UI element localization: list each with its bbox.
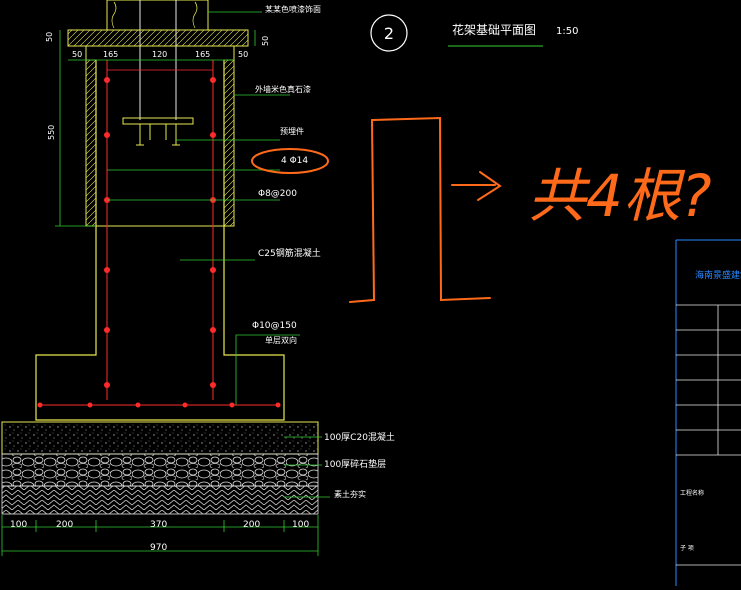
label-stirrup: Φ8@200	[258, 189, 297, 199]
gravel-layer	[1, 453, 319, 487]
dim-bottom-total: 970	[150, 543, 167, 553]
rebar-dot	[104, 327, 110, 333]
rebar-dot	[210, 132, 216, 138]
rebar-dot	[37, 402, 43, 408]
detail-number: 2	[384, 24, 394, 43]
rebar-dot	[210, 267, 216, 273]
handwritten-circle	[251, 148, 329, 174]
dim-50-sub: 50	[72, 50, 82, 59]
bottom-dimension-texts: 100 200 370 200 100 970	[10, 520, 309, 553]
rebar-dot	[104, 77, 110, 83]
handwritten-bracket-left	[349, 119, 376, 303]
ground-layers	[1, 421, 319, 515]
dim-165-b: 165	[195, 50, 210, 59]
rebar-dots	[37, 77, 281, 408]
leader-lines	[107, 11, 330, 498]
title-block: 海南景盛建筑 工程名称 子 项	[675, 239, 741, 586]
dim-50-right: 50	[261, 36, 270, 46]
rebar-dot	[135, 402, 141, 408]
label-coating-top: 某某色喷漆饰面	[265, 4, 321, 14]
top-dimension-texts: 50 50 50 165 120 165 50 550	[45, 32, 270, 140]
dim-bottom-200b: 200	[243, 520, 260, 530]
dim-50-sub2: 50	[238, 50, 248, 59]
rebar-dot	[229, 402, 235, 408]
handwritten-question: 共4根?	[528, 162, 712, 230]
handwritten-bracket	[371, 116, 491, 302]
rebar-dot	[87, 402, 93, 408]
label-layer3: 素土夯实	[334, 489, 366, 499]
dim-bottom-370: 370	[150, 520, 167, 530]
rebar-dot	[210, 327, 216, 333]
soil-layer	[1, 485, 319, 515]
dimension-lines	[1, 30, 319, 556]
cap-slab	[67, 29, 249, 227]
drawing-scale: 1:50	[556, 26, 578, 37]
dim-bottom-200a: 200	[56, 520, 73, 530]
label-rebar-main: 4 Φ14	[281, 156, 308, 166]
label-layer1: 100厚C20混凝土	[324, 431, 395, 443]
drawing-title: 花架基础平面图	[452, 22, 536, 37]
label-concrete: C25钢筋混凝土	[258, 247, 321, 259]
handwritten-annotation	[251, 116, 502, 303]
dim-bottom-100b: 100	[292, 520, 309, 530]
rebar-dot	[275, 402, 281, 408]
label-rebar-base: Φ10@150	[252, 321, 297, 331]
rebar-dot	[104, 132, 110, 138]
rebar-dot	[182, 402, 188, 408]
embedded-part	[122, 117, 194, 146]
handwritten-arrow	[451, 171, 502, 201]
rebar-dot	[210, 382, 216, 388]
detail-circle	[370, 14, 408, 52]
title-block-sheet: 子 项	[680, 545, 694, 552]
dim-bottom-100a: 100	[10, 520, 27, 530]
dim-165-a: 165	[103, 50, 118, 59]
label-coating-stone: 外墙米色真石漆	[255, 84, 311, 94]
dim-120: 120	[152, 50, 167, 59]
drawing-title-group: 2 花架基础平面图 1:50	[370, 14, 578, 52]
label-embedded: 预埋件	[280, 126, 304, 136]
title-block-engineering: 工程名称	[680, 489, 704, 497]
dim-550: 550	[47, 125, 56, 140]
dim-50-left: 50	[45, 32, 54, 42]
concrete-layer	[1, 421, 319, 455]
title-block-project: 海南景盛建筑	[695, 269, 741, 281]
label-layer2: 100厚碎石垫层	[324, 458, 386, 470]
column	[35, 60, 285, 421]
rebar-dot	[104, 382, 110, 388]
label-texts: 某某色喷漆饰面 外墙米色真石漆 预埋件 4 Φ14 Φ8@200 C25钢筋混凝…	[252, 4, 395, 499]
rebar-dot	[210, 77, 216, 83]
rebar-dot	[104, 267, 110, 273]
label-rebar-base-note: 单层双向	[265, 335, 297, 345]
